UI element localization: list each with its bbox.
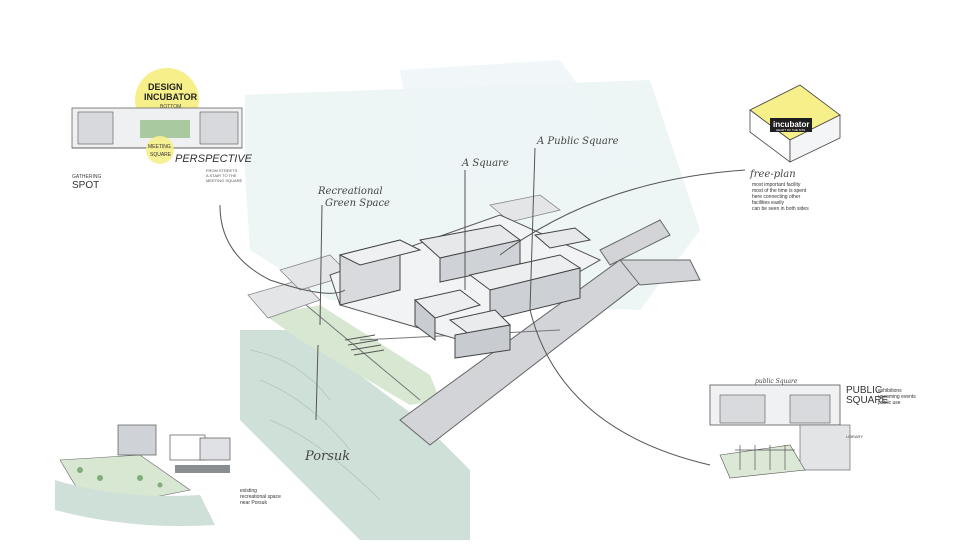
stamp-text-1: MEETING <box>148 144 171 150</box>
label-public-square: A Public Square <box>536 136 619 147</box>
label-recreational-1: Recreational <box>317 186 383 197</box>
public-square-heading-1: PUBLIC <box>846 385 882 396</box>
building-block <box>489 267 581 321</box>
cross-road <box>618 259 701 286</box>
perspective-word: PERSPECTIVE <box>175 153 253 165</box>
river <box>240 330 470 540</box>
design-title-2: INCUBATOR <box>144 92 198 102</box>
spot-small: GATHERING <box>72 174 101 180</box>
perspective-note-2: A STAIR TO THE <box>206 173 237 178</box>
perspective-sketch: DESIGN INCUBATOR BOTTOM MEETING SQUARE P… <box>70 68 253 205</box>
incubator-title: incubator <box>773 120 809 129</box>
public-square-sketch-label: public Square <box>755 378 798 385</box>
secondary-road <box>599 219 671 266</box>
public-square-bullet: upcoming events <box>878 394 916 400</box>
existing-bullet: existing <box>240 488 257 494</box>
design-title-1: DESIGN <box>148 82 183 92</box>
freeplan-label: free-plan <box>749 169 796 180</box>
design-title-sub: BOTTOM <box>160 104 181 110</box>
existing-space-sketch: existing recreational space near Porsuk <box>55 424 281 526</box>
perspective-note-3: MEETING SQUARE <box>206 178 243 183</box>
sky-wash-2 <box>400 60 640 190</box>
incubator-subtitle: HEART OF THE SITE <box>776 128 805 132</box>
perspective-note-1: FROM STREETS <box>206 168 238 173</box>
building-block <box>338 239 422 266</box>
incubator-bullet: most important facility <box>752 182 801 188</box>
building-block <box>533 227 592 249</box>
existing-bullet: recreational space <box>240 494 281 500</box>
building-block <box>414 298 436 341</box>
pointer-line <box>529 147 711 466</box>
label-square: A Square <box>461 158 509 169</box>
incubator-bullet: facilities easily <box>752 200 784 206</box>
stairs <box>344 334 385 356</box>
public-square-bullet: public use <box>878 400 901 406</box>
public-square-heading-2: SQUARE <box>846 395 889 406</box>
label-recreational-2: Green Space <box>325 198 390 209</box>
pointer-line <box>319 204 323 326</box>
pointer-line <box>499 169 746 256</box>
public-square-sketch: public Square PUBLIC SQUARE exhibitions … <box>709 378 916 479</box>
incubator-bullet: here connecting other <box>752 194 801 200</box>
spot-big: SPOT <box>72 180 99 191</box>
existing-bullet: near Porsuk <box>240 500 267 506</box>
stamp-text-2: SQUARE <box>150 152 172 158</box>
library-label: LIBRARY <box>846 434 863 439</box>
incubator-sketch: incubator HEART OF THE SITE free-plan mo… <box>749 84 841 212</box>
pointer-line <box>219 184 346 294</box>
public-square-bullet: exhibitions <box>878 388 902 394</box>
pointer-line <box>315 344 319 421</box>
building-block <box>454 324 511 359</box>
incubator-bullet: most of the time is spent <box>752 188 807 194</box>
incubator-bullet: can be seen in both sides <box>752 206 809 212</box>
label-porsuk: Porsuk <box>304 449 350 464</box>
